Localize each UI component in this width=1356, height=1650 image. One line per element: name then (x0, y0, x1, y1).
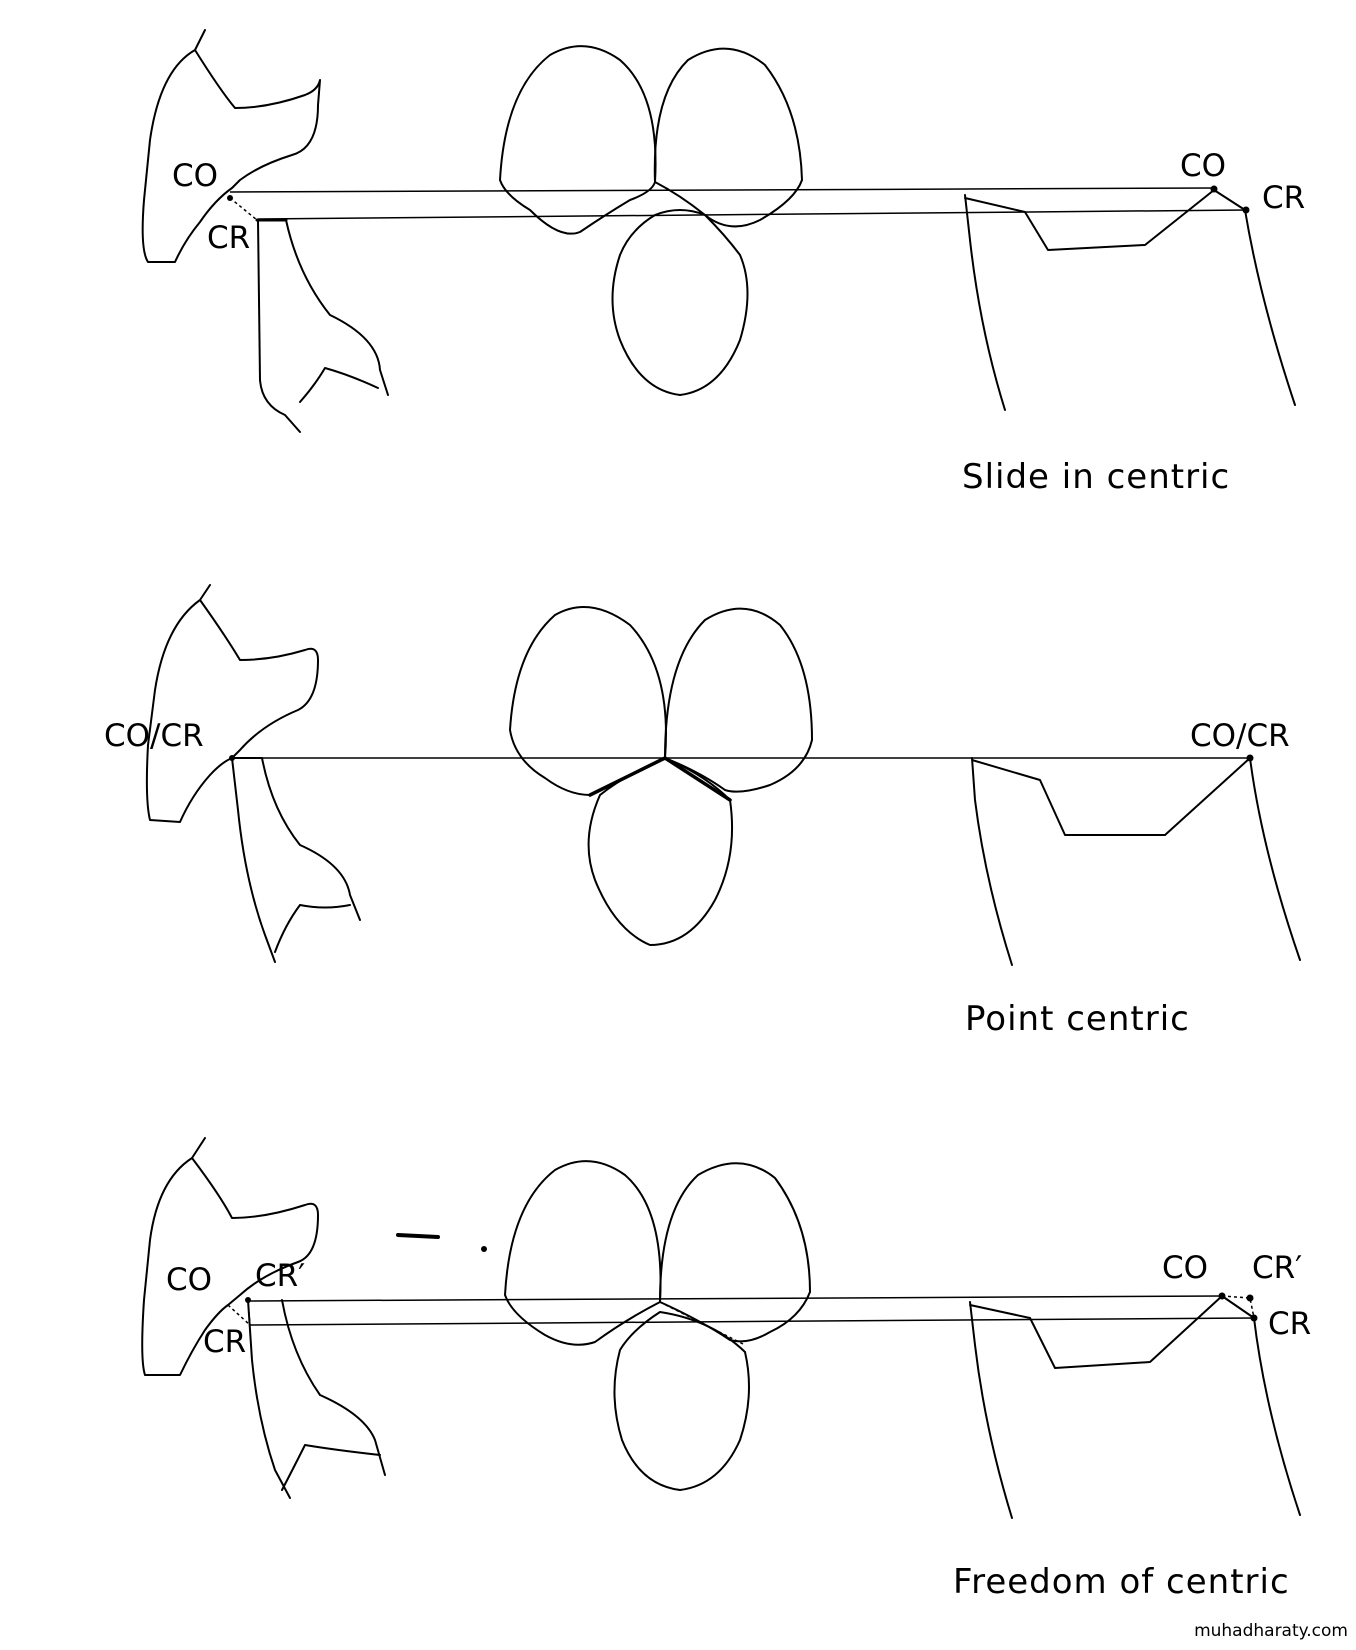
caption-slide-in-centric: Slide in centric (962, 457, 1230, 497)
cr-reference-line (249, 1317, 1255, 1326)
upper-tooth-right (653, 47, 803, 228)
right-co-point (1210, 185, 1218, 193)
left-co-label: CO (166, 1262, 212, 1298)
caption-freedom-of-centric: Freedom of centric (953, 1562, 1290, 1602)
upper-incisor-outline (141, 29, 321, 263)
left-cr-label: CR (203, 1324, 246, 1360)
right-cr-point (1250, 1314, 1258, 1322)
watermark: muhadharaty.com (1194, 1621, 1348, 1641)
lower-incisor-outline (257, 219, 389, 433)
right-co-cr-label: CO/CR (1190, 718, 1290, 754)
upper-tooth-left (509, 606, 667, 796)
co-point (227, 195, 233, 201)
left-co-cr-label: CO/CR (104, 718, 204, 754)
right-co-cr-dotted-link (1213, 189, 1246, 211)
upper-incisor-outline (145, 584, 319, 823)
lower-incisor-outline (231, 757, 361, 963)
panel-freedom-of-centric: CO CR′ CR CO CR′ CR Freedom of centric (141, 1137, 1311, 1602)
left-crprime-label: CR′ (255, 1258, 305, 1294)
upper-tooth-left (504, 1160, 662, 1346)
right-crprime-label: CR′ (1252, 1250, 1302, 1286)
left-cr-label: CR (207, 220, 250, 256)
lower-incisor-outline (247, 1299, 386, 1499)
co-cr-dotted-link (227, 1304, 251, 1326)
right-cr-label: CR (1268, 1306, 1311, 1342)
lower-tooth-dotted-position (659, 1301, 746, 1346)
co-point (245, 1297, 251, 1303)
occlusal-contact-thick (588, 756, 732, 802)
right-cusp-profile (969, 1295, 1301, 1519)
right-co-cr-point (1246, 754, 1254, 762)
upper-tooth-right (659, 1162, 811, 1343)
stray-dot-mark (481, 1246, 487, 1252)
right-co-point (1218, 1292, 1226, 1300)
cr-reference-line (257, 209, 1248, 220)
upper-tooth-left (499, 45, 657, 235)
co-cr-prime-dotted-link (247, 1299, 251, 1326)
panel-slide-in-centric: CO CR CO CR Slide in centric (141, 29, 1305, 497)
upper-tooth-right (664, 607, 813, 793)
co-reference-line (247, 1295, 1223, 1302)
lower-tooth (611, 209, 749, 396)
right-cr-label: CR (1262, 180, 1305, 216)
right-co-label: CO (1162, 1250, 1208, 1286)
right-cr-point (1242, 206, 1250, 214)
lower-tooth (613, 1311, 750, 1491)
co-cr-dotted-link (229, 197, 258, 221)
right-co-label: CO (1180, 148, 1226, 184)
co-reference-line (229, 187, 1215, 193)
stray-dash-mark (396, 1233, 440, 1239)
left-co-label: CO (172, 158, 218, 194)
upper-incisor-outline (141, 1137, 319, 1376)
right-crprime-point (1246, 1294, 1254, 1302)
right-cusp-profile (971, 757, 1301, 966)
caption-point-centric: Point centric (965, 999, 1190, 1039)
panel-point-centric: CO/CR CO/CR Point centric (104, 584, 1301, 1039)
right-cusp-profile (964, 189, 1296, 411)
